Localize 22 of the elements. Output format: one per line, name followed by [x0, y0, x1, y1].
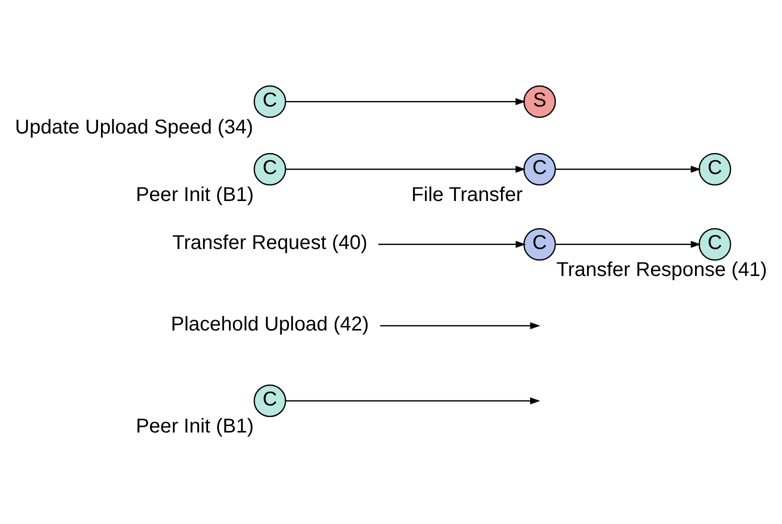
- node-label: Update Upload Speed (34): [15, 116, 254, 138]
- node-circle: C: [254, 152, 286, 186]
- node-circle: C: [254, 84, 286, 118]
- node-circle: C: [698, 152, 732, 186]
- node-text: Placehold Upload (42): [170, 312, 369, 335]
- arrow: [380, 322, 540, 329]
- node-circle: C: [698, 228, 732, 260]
- arrow: [378, 240, 526, 248]
- node-circle: S: [523, 84, 556, 118]
- arrow: [286, 98, 526, 105]
- node-circle: C: [254, 384, 286, 417]
- node-label: File Transfer: [411, 183, 523, 206]
- arrow: [286, 165, 526, 172]
- node-label: Peer Init (B1): [136, 414, 254, 437]
- node-text: Transfer Request (40): [172, 232, 368, 254]
- node-label: Transfer Response (41): [556, 258, 767, 281]
- node-circle: C: [523, 228, 556, 260]
- arrow: [556, 240, 701, 248]
- node-label: Peer Init (B1): [136, 183, 254, 206]
- arrow: [556, 165, 701, 172]
- arrow: [286, 396, 540, 404]
- node-circle: C: [523, 152, 556, 186]
